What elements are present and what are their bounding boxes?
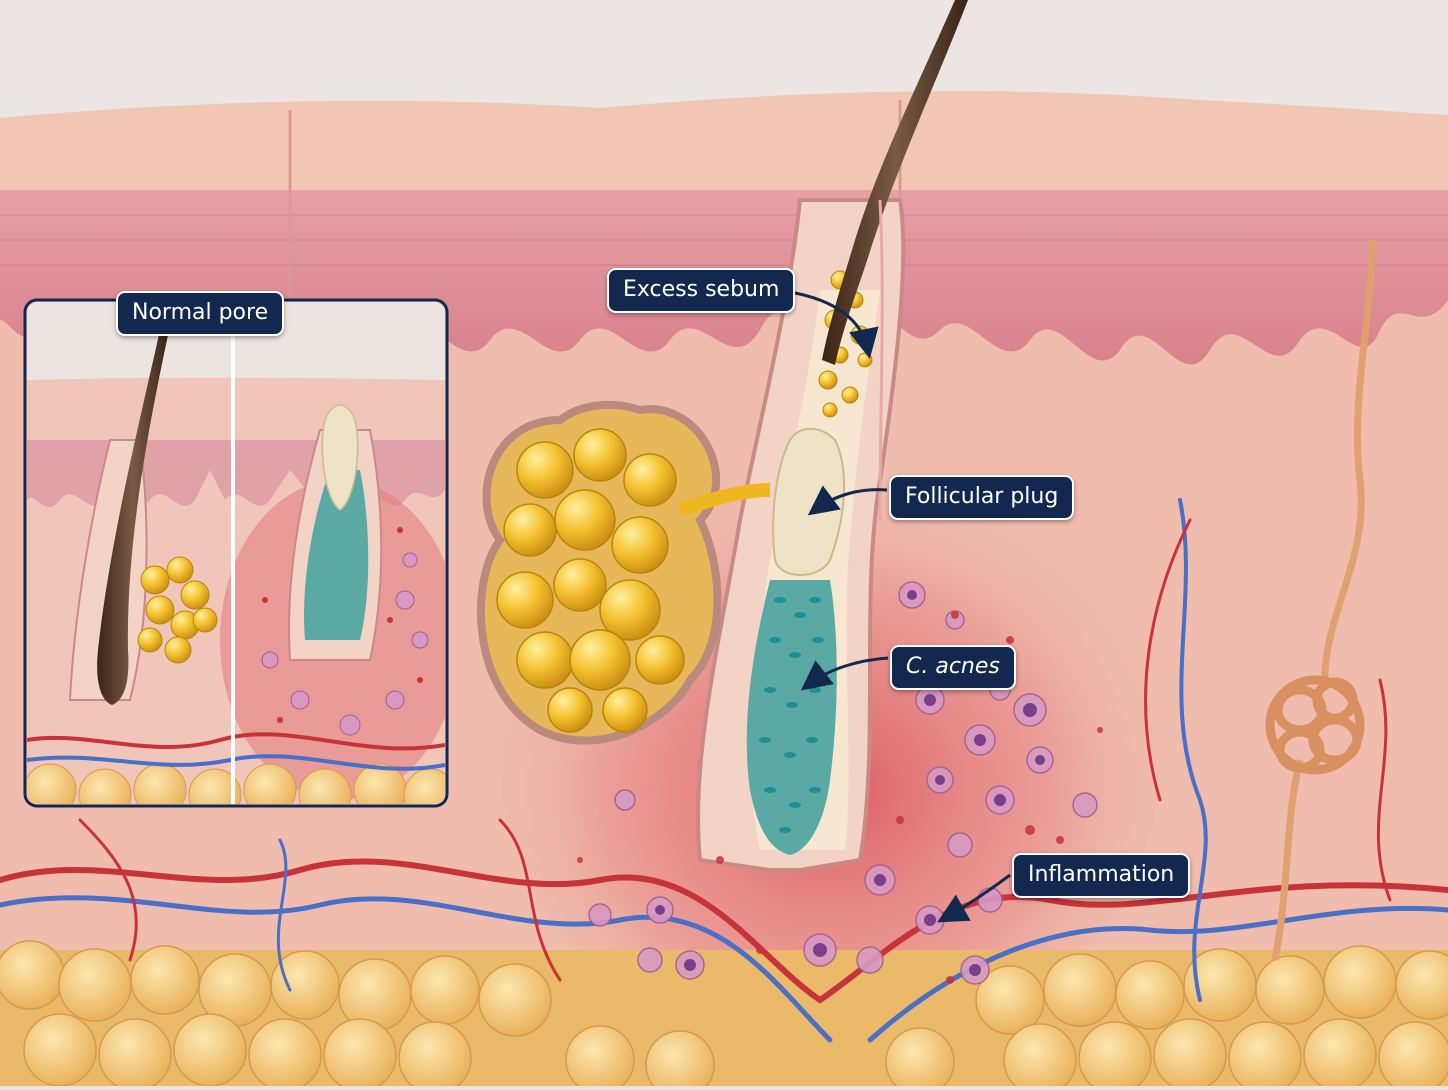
excess-sebum-label: Excess sebum [607,268,796,313]
normal-pore-label: Normal pore [116,291,285,336]
follicular-plug-arrow [807,485,888,516]
inset-panel [23,298,449,808]
c-acnes-arrow [800,656,889,691]
excess-sebum-arrow [789,290,879,359]
follicular-plug-label: Follicular plug [889,475,1075,520]
inflammation-arrow [937,873,1011,923]
inflammation-label: Inflammation [1012,853,1191,898]
c-acnes-label: C. acnes [890,645,1016,690]
